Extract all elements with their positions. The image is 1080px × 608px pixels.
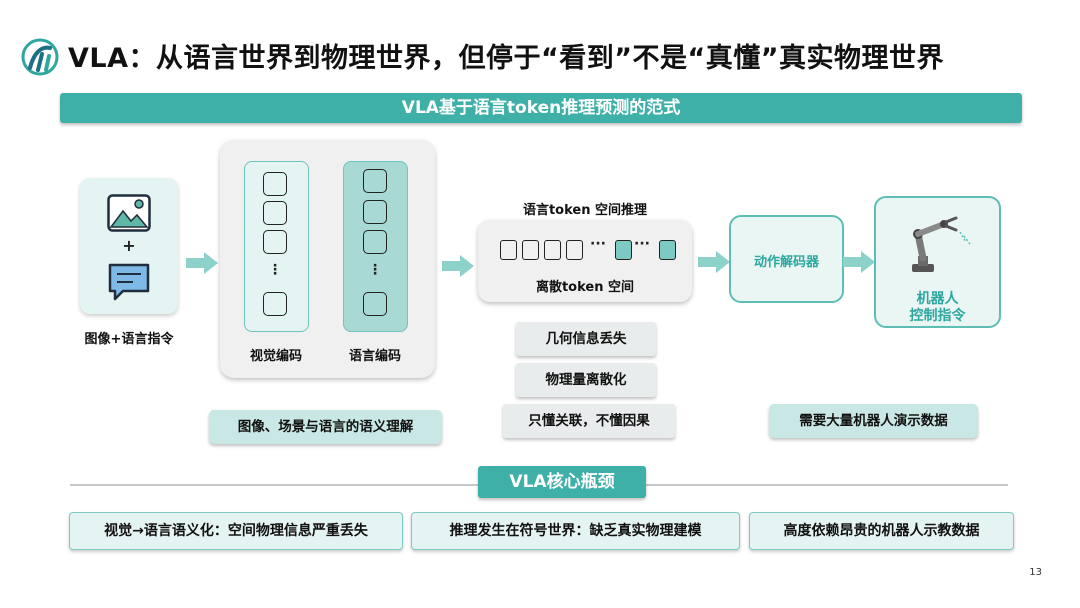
visual-token-box (263, 172, 287, 196)
token-box (566, 240, 583, 260)
arrow-icon (843, 251, 875, 273)
issue-pill: 几何信息丢失 (516, 322, 656, 356)
horizontal-ellipsis: ··· (590, 236, 606, 252)
bottleneck-item: 高度依赖昂贵的机器人示教数据 (749, 512, 1014, 550)
paradigm-banner: VLA基于语言token推理预测的范式 (60, 93, 1022, 123)
language-encoder-label: 语言编码 (348, 349, 401, 364)
arrow-icon (698, 251, 730, 273)
horizontal-ellipsis: ··· (634, 236, 650, 252)
arrow-icon (186, 252, 218, 274)
robot-label-line2: 控制指令 (909, 308, 966, 324)
action-decoder-label: 动作解码器 (753, 255, 819, 270)
token-space-box: ··· ··· 离散token 空间 (478, 220, 692, 302)
robot-label-line1: 机器人 (916, 291, 959, 307)
token-box-highlight (615, 240, 632, 260)
robot-arm-icon (912, 216, 971, 272)
language-encoder-column: ⋮ (343, 161, 408, 332)
bottleneck-item: 推理发生在符号世界：缺乏真实物理建模 (411, 512, 740, 550)
language-token-box (363, 230, 387, 254)
demo-data-pill: 需要大量机器人演示数据 (769, 404, 978, 438)
language-token-box (363, 169, 387, 193)
visual-encoder-column: ⋮ (244, 161, 309, 332)
token-box-highlight (659, 240, 676, 260)
plus-sign: + (122, 236, 136, 255)
input-label: 图像+语言指令 (84, 332, 174, 347)
vertical-ellipsis: ⋮ (368, 262, 382, 278)
issue-pill: 物理量离散化 (516, 363, 656, 397)
arrow-icon (442, 255, 474, 277)
page-number: 13 (1029, 567, 1042, 578)
bottleneck-item: 视觉→语言语义化：空间物理信息严重丢失 (69, 512, 403, 550)
vertical-ellipsis: ⋮ (268, 262, 282, 278)
visual-encoder-label: 视觉编码 (249, 349, 302, 364)
action-decoder-box: 动作解码器 (729, 215, 844, 303)
robot-control-box: 机器人 控制指令 (874, 196, 1001, 328)
company-logo-icon (21, 38, 59, 76)
token-space-label: 离散token 空间 (535, 280, 635, 295)
chat-bubble-icon (108, 263, 150, 301)
token-box (522, 240, 539, 260)
semantic-understanding-pill: 图像、场景与语言的语义理解 (209, 410, 442, 444)
image-icon (107, 194, 151, 232)
token-box (500, 240, 517, 260)
visual-token-box (263, 292, 287, 316)
language-token-box (363, 292, 387, 316)
token-box (544, 240, 561, 260)
issue-pill: 只懂关联，不懂因果 (503, 404, 675, 438)
visual-token-box (263, 230, 287, 254)
bottleneck-title: VLA核心瓶颈 (478, 466, 646, 498)
language-token-box (363, 200, 387, 224)
page-title: VLA：从语言世界到物理世界，但停于“看到”不是“真懂”真实物理世界 (68, 43, 944, 74)
token-space-title: 语言token 空间推理 (522, 203, 648, 218)
input-card: + (80, 178, 178, 314)
visual-token-box (263, 201, 287, 225)
